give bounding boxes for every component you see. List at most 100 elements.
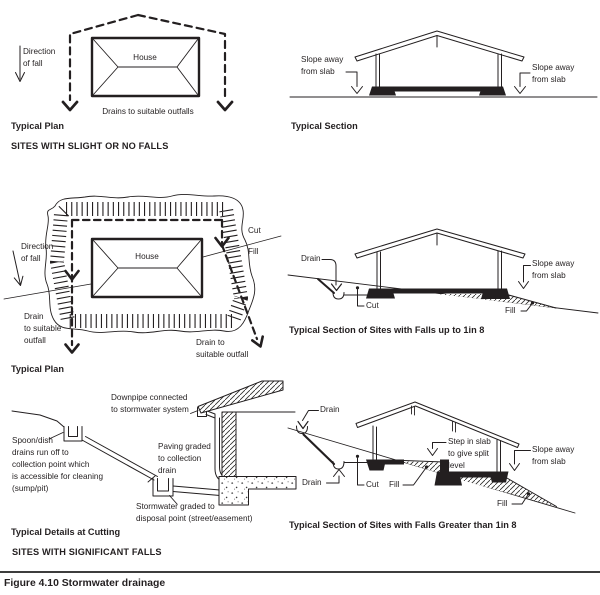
- collection-pit: [152, 478, 174, 497]
- chevron-icon: [297, 420, 309, 430]
- slab: [369, 86, 506, 96]
- drain-dish-low: [332, 461, 345, 470]
- fill-batter-line: [505, 477, 557, 507]
- ground-line: [11, 410, 65, 428]
- site-boundary-blob: [44, 194, 256, 334]
- downpipe-label: Downpipe connected to stormwater system: [111, 393, 189, 414]
- fill-hatch: [438, 294, 556, 308]
- drain-low-leader: [326, 469, 345, 484]
- fill-batter-line: [504, 293, 557, 309]
- spoon-dish-label: Spoon/dish drains run off to collection …: [12, 436, 104, 493]
- wall-hatch: [221, 411, 237, 478]
- slab-edge-line: [403, 460, 445, 463]
- contour-lines: [3, 235, 282, 300]
- graded-paving-lines: [81, 436, 158, 481]
- step-leader: [427, 442, 447, 456]
- slope-away-left-label: Slope away from slab: [301, 55, 344, 76]
- drain-top-label: Drain: [320, 405, 340, 414]
- paving-graded-label: Paving graded to collection drain: [158, 442, 211, 475]
- drain-dish: [332, 292, 345, 300]
- slope-arrow-right: [518, 265, 531, 289]
- hip-roof-lines: [92, 239, 202, 297]
- fill-mid-leader: [402, 468, 426, 486]
- direction-arrow-icon: [12, 250, 24, 286]
- eave-hatch: [197, 380, 284, 414]
- roof-ticks: [411, 405, 456, 433]
- sites-slight-falls-header: SITES WITH SLIGHT OR NO FALLS: [11, 141, 169, 151]
- sites-significant-falls-header: SITES WITH SIGNIFICANT FALLS: [12, 547, 162, 557]
- arrowhead-icon: [216, 100, 234, 112]
- drain-right-label: Drain to suitable outfall: [196, 338, 249, 359]
- arrowhead-icon: [64, 269, 80, 281]
- drain-low-label: Drain: [302, 478, 322, 487]
- stormwater-graded-label: Stormwater graded to disposal point (str…: [136, 502, 253, 523]
- house-label: House: [135, 252, 159, 261]
- spoon-drain: [63, 426, 83, 442]
- direction-of-fall-label: Direction of fall: [21, 242, 54, 263]
- cutting-caption: Typical Details at Cutting: [11, 527, 121, 537]
- cut-label: Cut: [366, 301, 379, 310]
- slope-arrow-right: [514, 72, 531, 94]
- figure-caption: Figure 4.10 Stormwater drainage: [4, 578, 166, 589]
- wall-lines: [375, 53, 502, 87]
- drain-leader: [321, 259, 337, 286]
- wall-lines: [376, 250, 502, 289]
- fill-label: Fill: [248, 247, 259, 256]
- cut-batter-line: [317, 278, 335, 294]
- drain-top-leader: [302, 410, 319, 421]
- roof-lines: [354, 228, 526, 259]
- fill-low-leader: [511, 495, 528, 505]
- cut-leader: [357, 289, 365, 307]
- step-in-slab-label: Step in slab to give split level: [448, 437, 491, 470]
- plan-slight-falls-drawing: [15, 13, 234, 112]
- section-gt-1in8-drawing: [287, 401, 576, 514]
- leader-dot: [355, 286, 360, 290]
- typical-section-caption: Typical Section: [291, 121, 358, 131]
- figure-rule: [0, 571, 600, 573]
- slope-away-right-label: Slope away from slab: [532, 445, 575, 466]
- split-level-slab: [366, 459, 509, 486]
- fill-low-label: Fill: [497, 499, 508, 508]
- section-1in8-caption: Typical Section of Sites with Falls up t…: [289, 325, 485, 335]
- drains-outfalls-label: Drains to suitable outfalls: [102, 107, 194, 116]
- cut-leader: [357, 457, 365, 486]
- arrowhead-icon: [214, 236, 230, 248]
- downpipe: [205, 410, 230, 484]
- plan-significant-falls-drawing: [3, 194, 282, 354]
- section-slight-falls-drawing: [289, 30, 598, 98]
- section-1in8-drawing: [287, 228, 599, 314]
- cut-batter-line: [302, 433, 336, 466]
- leader-dot: [530, 301, 535, 305]
- house-outline: [90, 36, 201, 98]
- drain-dish-top: [296, 425, 308, 434]
- typical-plan-caption: Typical Plan: [11, 364, 64, 374]
- leader-dot: [424, 465, 429, 469]
- fill-hatch-lower: [452, 477, 557, 507]
- fill-leader: [520, 304, 532, 312]
- gutter: [197, 407, 207, 417]
- drain-path-dashed: [68, 13, 227, 102]
- arrowhead-icon: [251, 335, 264, 348]
- cutting-detail-drawing: [11, 380, 297, 506]
- wall-lines: [372, 425, 501, 472]
- drain-label: Drain: [301, 254, 321, 263]
- drain-path-dashed: [70, 218, 259, 347]
- arrowhead-icon: [61, 100, 79, 112]
- slope-away-right-label: Slope away from slab: [532, 63, 575, 84]
- chevron-icon: [330, 283, 343, 292]
- house-label: House: [133, 53, 157, 62]
- drain-left-label: Drain to suitable outfall: [24, 312, 62, 345]
- section-gt-1in8-caption: Typical Section of Sites with Falls Grea…: [289, 520, 517, 530]
- stormwater-pipe: [172, 485, 221, 496]
- roof-lines: [354, 30, 525, 62]
- direction-arrow-icon: [15, 45, 25, 82]
- fill-label: Fill: [505, 306, 516, 315]
- roof-lines: [355, 401, 520, 448]
- leader-dot: [355, 454, 360, 458]
- footing-concrete: [218, 476, 297, 506]
- arrowhead-icon: [64, 343, 80, 354]
- leader-dot: [526, 492, 531, 496]
- cut-label: Cut: [366, 480, 379, 489]
- leader-hooks: [48, 410, 199, 505]
- cut-label: Cut: [248, 226, 261, 235]
